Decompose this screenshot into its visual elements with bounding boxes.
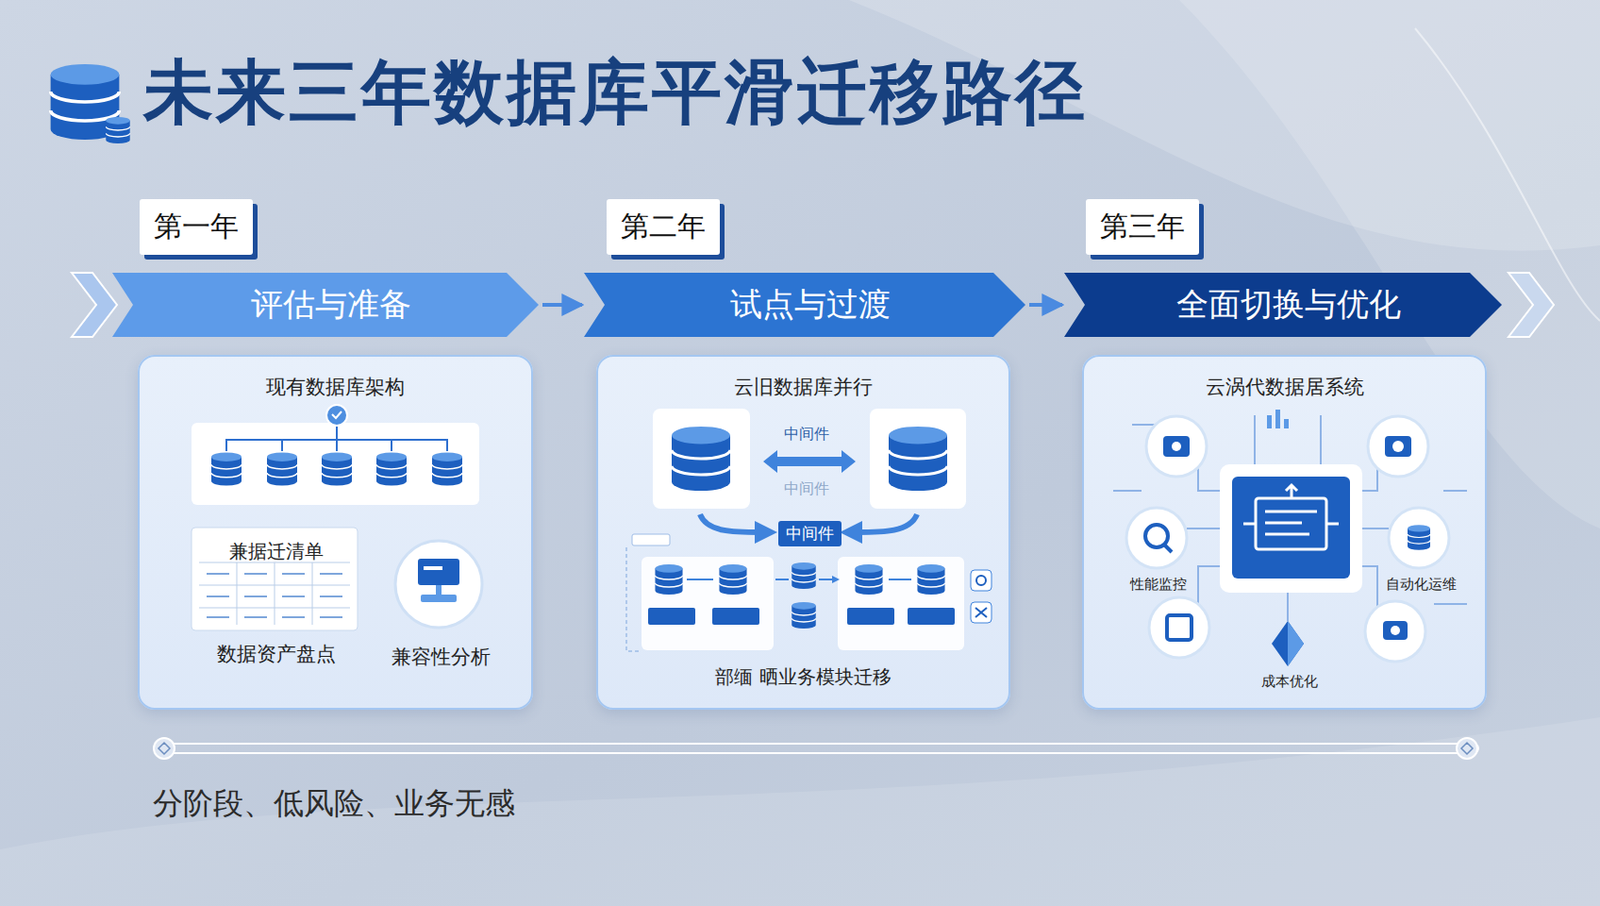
node-caption: 数据资产盘点 <box>193 640 360 667</box>
node-label: 试点与过渡 <box>718 283 891 327</box>
node-label: 第二年 <box>620 207 706 247</box>
feature-icon: 性能监控 <box>1120 507 1197 593</box>
phase-connector <box>542 302 583 307</box>
node-label: 第三年 <box>1100 207 1185 247</box>
checklist-box: 兼据迁清单数据资产盘点 <box>193 529 360 671</box>
feature-icon: 自动化运维 <box>1376 507 1466 593</box>
node-label: 中间件 <box>785 522 834 545</box>
band-arrow-fill <box>1064 272 1502 337</box>
node-label: 云涡代数据居系统 <box>1083 373 1485 400</box>
node-label: 兼据迁清单 <box>193 538 360 565</box>
middleware-box: 中间件 <box>778 520 842 547</box>
node-label: 现有数据库架构 <box>139 373 532 400</box>
page-caption: 分阶段、低风险、业务无感 <box>152 783 516 825</box>
year-tag: 第三年 <box>1085 199 1200 255</box>
node-label: 第一年 <box>153 207 239 247</box>
node-label: 兼容性分析 <box>383 643 498 670</box>
phase-connector <box>1029 302 1063 307</box>
page-title: 未来三年数据库平滑迁移路径 <box>143 56 1088 127</box>
middleware-label: 中间件 <box>768 424 845 445</box>
phase-panel: 兼据迁清单数据资产盘点兼容性分析 现有数据库架构 <box>137 354 534 710</box>
phase-panel: 中间件 云旧数据库并行部缅 晒业务模块迁移 <box>596 354 1011 710</box>
node-label: 自动化运维 <box>1376 575 1466 594</box>
node-caption: 部缅 晒业务模块迁移 <box>598 664 1009 690</box>
feature-icon: 成本优化 <box>1251 619 1328 694</box>
band-arrow-fill <box>583 272 1026 337</box>
middleware-label: 中间件 <box>768 479 845 500</box>
year-tag: 第一年 <box>139 199 253 255</box>
node-label: 全面切换与优化 <box>1165 283 1401 327</box>
phase-band: 全面切换与优化 <box>1064 272 1502 337</box>
year-tag: 第二年 <box>606 199 720 255</box>
node-label: 成本优化 <box>1251 672 1328 691</box>
node-label: 评估与准备 <box>239 283 412 327</box>
node-label: 云旧数据库并行 <box>598 373 1009 400</box>
node-label: 性能监控 <box>1120 575 1197 594</box>
phase-panel: 性能监控 自动化运维成本优化 云涡代数据居系统 <box>1082 354 1487 710</box>
phase-band: 试点与过渡 <box>583 272 1026 337</box>
analysis-icon: 兼容性分析 <box>383 535 498 673</box>
band-arrow-fill <box>112 272 539 337</box>
phase-band: 评估与准备 <box>112 272 539 337</box>
